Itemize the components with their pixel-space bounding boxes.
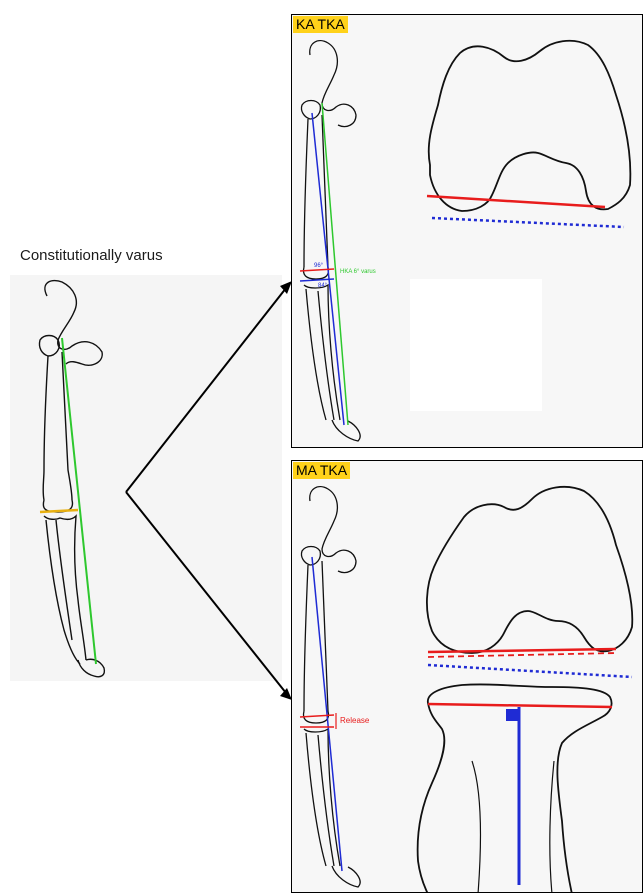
ka-leg-bones: [301, 41, 360, 441]
ka-tka-panel: 96° 84° HKA 6° varus KA TKA: [291, 14, 643, 448]
ma-tka-panel: Release MA TKA: [291, 460, 643, 893]
ma-joint-line-blue: [428, 665, 632, 677]
ma-pelvis: [310, 487, 356, 573]
ka-femur-medial: [304, 119, 308, 267]
ma-distal-cut-dashed: [428, 653, 616, 657]
ka-hka-label: HKA 6° varus: [340, 269, 376, 275]
ka-angle-top: 96°: [314, 263, 324, 269]
ka-femoral-head: [301, 101, 320, 120]
ma-femoral-head: [301, 547, 320, 566]
ka-angle-bottom: 84°: [318, 283, 328, 289]
ka-panel-title: KA TKA: [293, 16, 348, 33]
ma-femur-medial: [304, 565, 308, 711]
ma-leg-bones: [301, 487, 360, 887]
ma-distal-cut-red: [428, 649, 616, 652]
ma-distal-femur: [427, 487, 632, 653]
ma-foot: [332, 866, 360, 887]
ka-blank-box: [410, 279, 542, 411]
ma-tibia-medial: [306, 733, 326, 866]
ma-tibia-inner-line-2: [550, 761, 554, 893]
ka-panel-drawing: 96° 84° HKA 6° varus: [292, 15, 643, 448]
ka-joint-line-blue: [432, 218, 624, 227]
ma-panel-drawing: Release: [292, 461, 643, 893]
ma-proximal-tibia-left: [418, 703, 445, 893]
ma-right-angle-marker: [506, 709, 518, 721]
ka-foot: [332, 420, 360, 441]
ka-pelvis: [310, 41, 356, 127]
ka-green-axis: [322, 103, 348, 425]
ka-distal-cut-red: [427, 196, 605, 207]
ka-tibia-lateral: [304, 285, 340, 420]
ka-distal-femur: [429, 41, 631, 211]
ma-release-label: Release: [340, 716, 370, 725]
ka-tibia-medial: [306, 289, 326, 420]
ma-tibia-inner-line-1: [472, 761, 480, 893]
ma-panel-title: MA TKA: [293, 462, 350, 479]
ma-tibial-cut-red: [428, 704, 612, 707]
